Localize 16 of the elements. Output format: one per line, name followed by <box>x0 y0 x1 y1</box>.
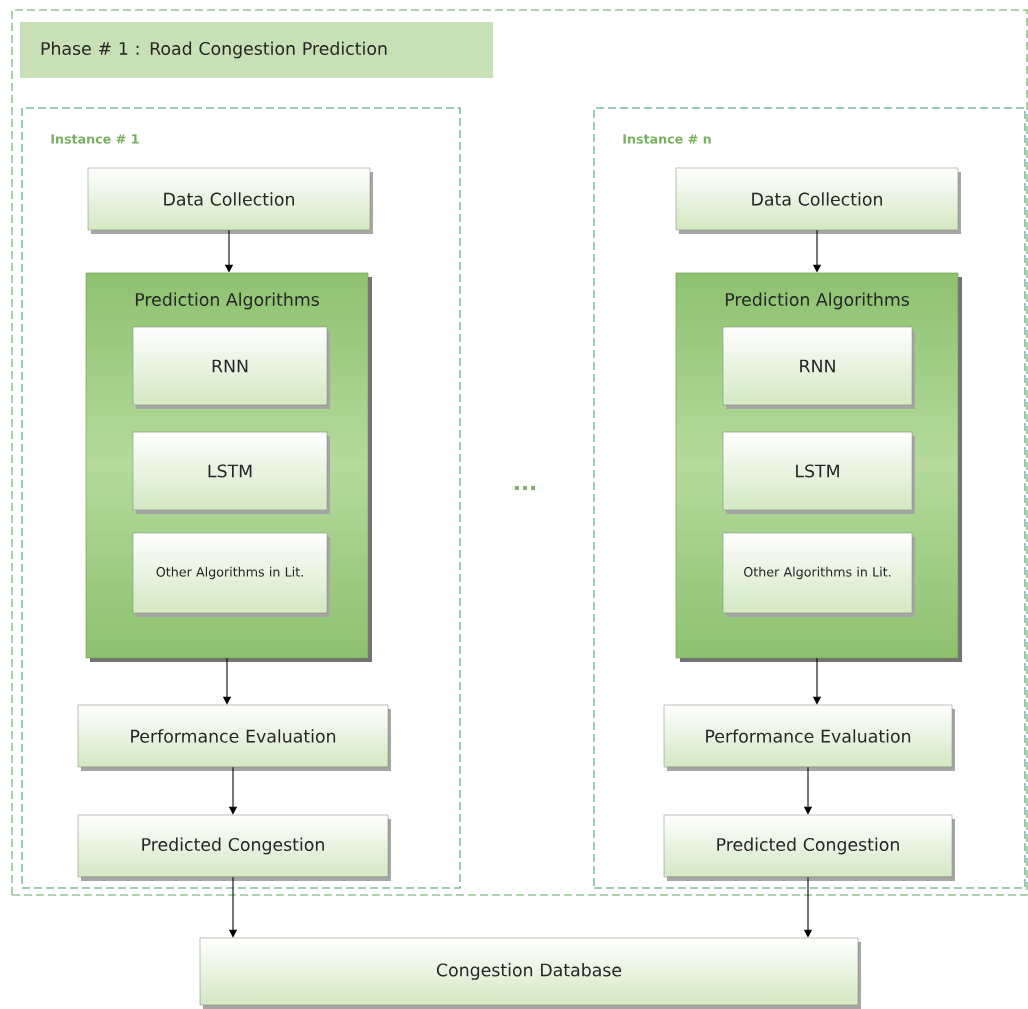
process-box: Congestion Database <box>199 937 861 1009</box>
ellipsis: ... <box>515 486 535 490</box>
algorithm-box: Other Algorithms in Lit. <box>132 532 330 617</box>
process-box: Performance Evaluation <box>663 704 955 771</box>
process-box: Predicted Congestion <box>663 814 955 881</box>
phase-title-band: Phase # 1 : Road Congestion Prediction <box>20 22 493 78</box>
phase-container <box>11 9 1028 896</box>
process-box: Data Collection <box>87 167 373 234</box>
algorithm-box: RNN <box>722 326 915 409</box>
algorithm-box: Other Algorithms in Lit. <box>722 532 915 617</box>
process-box: Predicted Congestion <box>77 814 391 881</box>
process-box: Data Collection <box>675 167 961 234</box>
algorithm-box: RNN <box>132 326 330 409</box>
process-box: Performance Evaluation <box>77 704 391 771</box>
algorithm-box: LSTM <box>722 431 915 514</box>
algorithm-box: LSTM <box>132 431 330 514</box>
